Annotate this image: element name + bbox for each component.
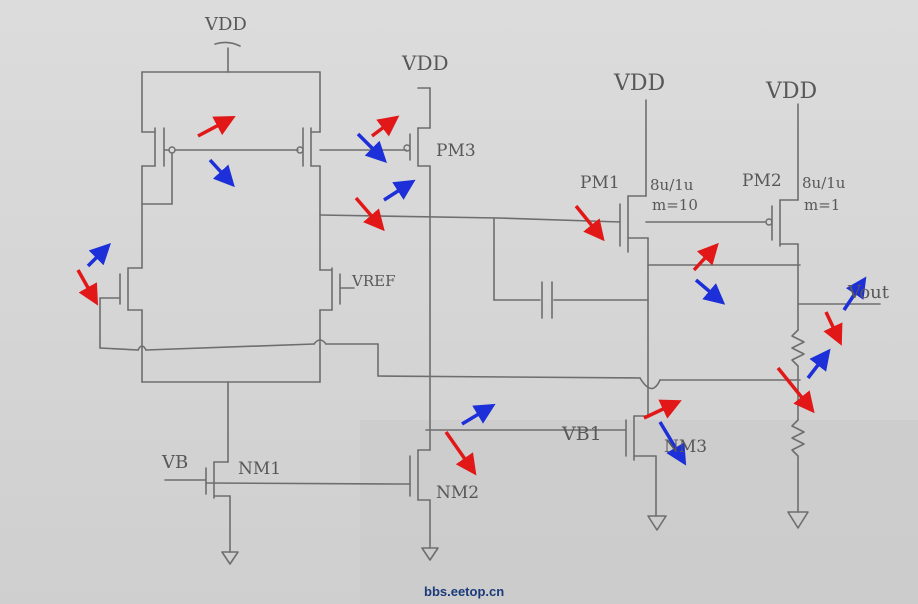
pm1-size-label: 8u/1u bbox=[650, 176, 694, 194]
signal-arrows bbox=[76, 115, 867, 476]
shadow-area bbox=[360, 420, 918, 604]
vdd-pm2-label: VDD bbox=[765, 79, 817, 104]
pm2-label: PM2 bbox=[742, 171, 782, 191]
vdd-pm1-label: VDD bbox=[613, 71, 665, 96]
nm1-label: NM1 bbox=[238, 459, 281, 479]
nm3-label: NM3 bbox=[664, 437, 707, 457]
vref-label: VREF bbox=[351, 272, 395, 290]
pm2-size-label: 8u/1u bbox=[802, 174, 846, 192]
pm2-m-label: m=1 bbox=[804, 196, 840, 214]
vb1-label: VB1 bbox=[561, 423, 602, 445]
pm1-nm3-branch bbox=[493, 99, 801, 531]
pm1-m-label: m=10 bbox=[652, 196, 698, 214]
pm3-nm2-branch bbox=[399, 87, 601, 561]
vdd-pm3-label: VDD bbox=[401, 51, 449, 75]
pm3-label: PM3 bbox=[436, 141, 476, 161]
vb-label: VB bbox=[161, 452, 188, 473]
vout-label: Vout bbox=[847, 282, 890, 303]
vdd-top-label: VDD bbox=[204, 14, 247, 35]
pm1-label: PM1 bbox=[580, 173, 620, 193]
nm2-label: NM2 bbox=[436, 483, 479, 503]
left-opamp-block bbox=[99, 41, 801, 565]
watermark-text: bbs.eetop.cn bbox=[424, 584, 504, 599]
